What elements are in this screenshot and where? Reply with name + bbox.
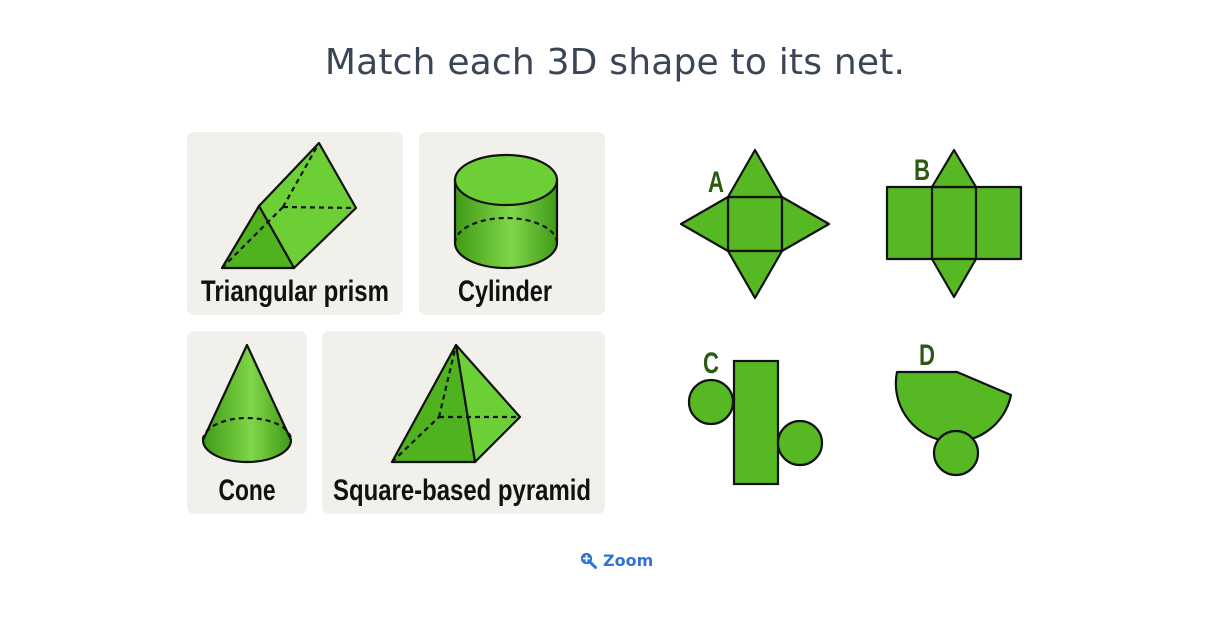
shape-label-cone: Cone bbox=[219, 474, 276, 507]
zoom-label: Zoom bbox=[603, 550, 654, 570]
cone-net-icon bbox=[894, 370, 1013, 477]
cylinder-icon bbox=[453, 153, 559, 270]
shape-label-square-based-pyramid: Square-based pyramid bbox=[333, 474, 591, 507]
net-a: A bbox=[679, 148, 831, 300]
net-c: C bbox=[687, 347, 824, 486]
cylinder-net-icon bbox=[687, 359, 824, 486]
shape-label-triangular-prism: Triangular prism bbox=[201, 275, 389, 308]
net-letter-d: D bbox=[919, 339, 935, 372]
triangular-prism-net-icon bbox=[885, 148, 1023, 299]
net-d: D bbox=[894, 339, 1013, 477]
shape-label-cylinder: Cylinder bbox=[458, 275, 552, 308]
net-letter-a: A bbox=[708, 166, 724, 199]
square-pyramid-icon bbox=[390, 343, 522, 464]
shape-card-cylinder: Cylinder bbox=[419, 132, 605, 315]
triangular-prism-icon bbox=[220, 141, 358, 270]
question-text: Match each 3D shape to its net. bbox=[324, 42, 906, 83]
shape-card-triangular-prism: Triangular prism bbox=[187, 132, 403, 315]
shape-card-square-based-pyramid: Square-based pyramid bbox=[322, 331, 605, 514]
zoom-button[interactable]: Zoom bbox=[579, 548, 653, 572]
net-letter-c: C bbox=[703, 347, 719, 380]
cone-icon bbox=[201, 343, 293, 464]
magnifier-plus-icon bbox=[580, 552, 597, 569]
square-pyramid-net-icon bbox=[679, 148, 831, 300]
shape-card-cone: Cone bbox=[187, 331, 307, 514]
net-b: B bbox=[885, 148, 1023, 299]
net-letter-b: B bbox=[914, 154, 930, 187]
